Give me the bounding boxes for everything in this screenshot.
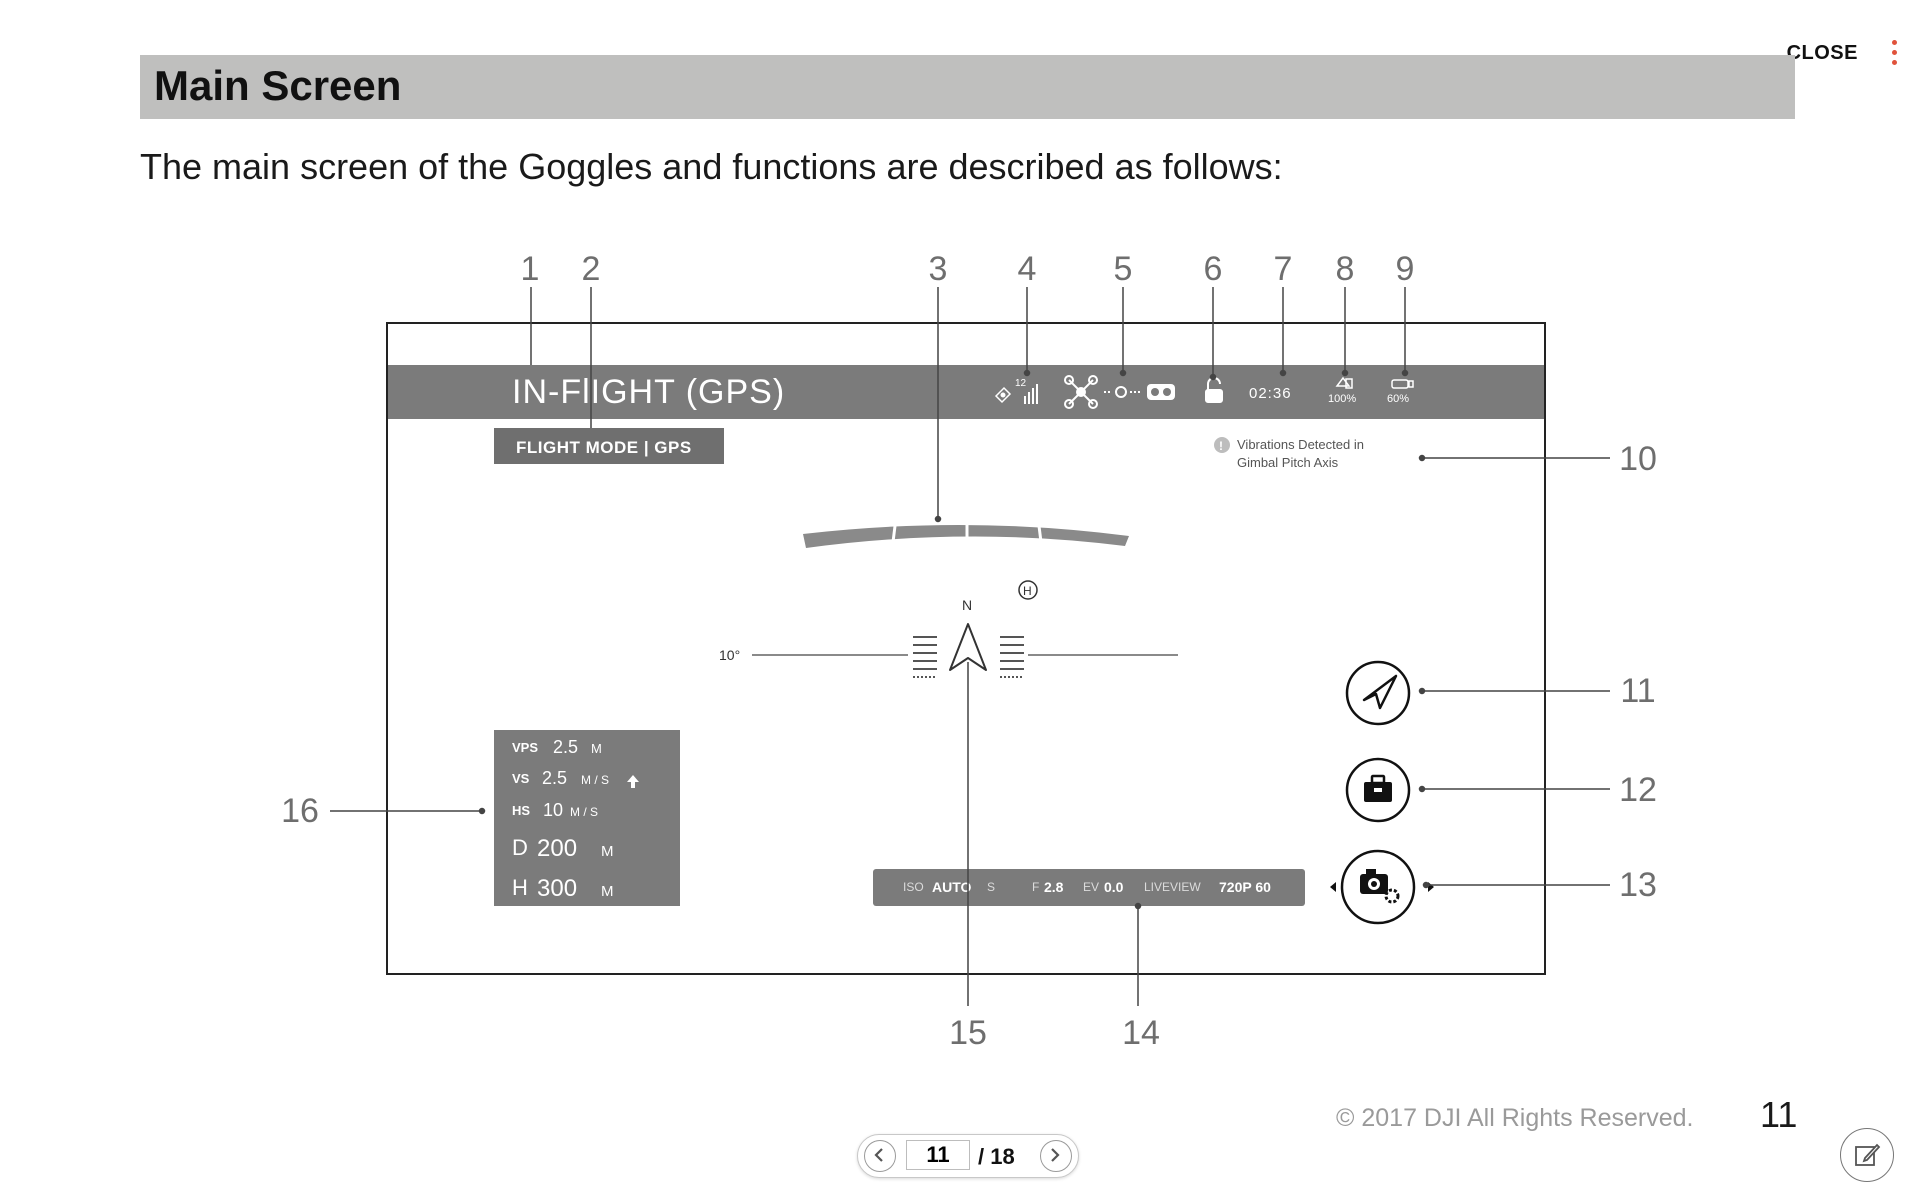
callout-12: 12 [1619,771,1657,809]
camera-bar-left-arrow-icon [1330,882,1336,892]
warning-line-1: Vibrations Detected in [1237,437,1364,452]
flight-mode-box [494,428,724,464]
callout-7: 7 [1274,250,1293,288]
callout-9: 9 [1396,250,1415,288]
callout-10: 10 [1619,440,1657,478]
pitch-bars-left [913,636,937,678]
footer-copyright: © 2017 DJI All Rights Reserved. [1336,1104,1694,1132]
vs-value: 2.5 [542,768,567,788]
svg-text:!: ! [1219,439,1223,453]
goggles-battery-icon [1391,379,1414,389]
flight-time: 02:36 [1249,385,1292,402]
callout-14: 14 [1122,1014,1160,1052]
chevron-right-icon [1051,1148,1060,1162]
paper-plane-icon [1362,674,1398,710]
footer-page-number: 11 [1760,1094,1798,1135]
telemetry-box [494,730,680,906]
north-label: N [962,597,972,613]
distance-unit: M [601,843,614,860]
hs-label: HS [512,803,530,818]
callout-13: 13 [1619,866,1657,904]
ev-label: EV [1083,880,1099,894]
flight-mode-text: IN-FlIGHT (GPS) [512,373,785,411]
vps-unit: M [591,741,602,756]
warning-icon [1214,437,1230,453]
hs-value: 10 [543,800,563,820]
flight-mode-box-text: FLIGHT MODE | GPS [516,438,692,457]
liveview-value: 720P 60 [1219,879,1271,895]
height-unit: M [601,883,614,900]
home-point-icon [1018,580,1038,600]
chevron-left-icon [874,1148,883,1162]
status-bar [388,365,1544,419]
page-number-input[interactable] [906,1140,970,1170]
toolbox-icon [1364,774,1392,802]
pitch-bars-right [1000,636,1024,678]
satellite-count: 12 [1015,378,1027,389]
edit-annotation-button[interactable] [1840,1128,1894,1182]
liveview-label: LIVEVIEW [1144,880,1201,894]
intro-text: The main screen of the Goggles and funct… [140,146,1283,187]
iso-value: AUTO [932,879,972,895]
vps-value: 2.5 [553,737,578,757]
callout-8: 8 [1336,250,1355,288]
aperture-label: F [1032,880,1039,894]
home-label: H [1023,584,1032,598]
aircraft-heading-icon [949,623,987,671]
callout-6: 6 [1204,250,1223,288]
vs-label: VS [512,771,530,786]
callout-15: 15 [949,1014,987,1052]
height-value: 300 [537,875,577,902]
callout-16: 16 [281,792,319,830]
page-title: Main Screen [154,62,402,109]
distance-value: 200 [537,835,577,862]
callout-2: 2 [582,250,601,288]
warning-line-2: Gimbal Pitch Axis [1237,455,1339,470]
kebab-menu-icon[interactable] [1888,40,1900,74]
vertical-up-arrow-icon [627,775,639,788]
next-page-button[interactable] [1040,1140,1072,1172]
edit-note-icon [1855,1143,1881,1166]
toolbox-button[interactable] [1345,757,1411,823]
height-label: H [512,875,528,900]
aircraft-battery-icon [1335,376,1353,389]
aircraft-link-icon [1064,375,1140,409]
shutter-label: S [987,880,995,894]
page-navigator: / 18 [857,1134,1079,1178]
iso-label: ISO [903,880,924,894]
aircraft-battery-level: 100% [1328,393,1356,405]
callout-1: 1 [521,250,540,288]
previous-page-button[interactable] [864,1140,896,1172]
distance-label: D [512,835,528,860]
page-total: / 18 [978,1144,1015,1169]
close-button[interactable]: CLOSE [1786,42,1858,64]
flight-mode-button[interactable] [1345,660,1411,726]
vs-unit: M / S [581,773,609,787]
pitch-label: 10° [719,647,740,663]
vps-label: VPS [512,740,538,755]
hs-unit: M / S [570,805,598,819]
callout-11: 11 [1620,672,1655,710]
satellite-signal-icon [994,384,1038,404]
camera-gear-icon [1360,869,1400,904]
camera-settings-button[interactable] [1340,849,1416,925]
goggles-icon [1147,384,1175,400]
callout-5: 5 [1114,250,1133,288]
ev-value: 0.0 [1104,879,1124,895]
heading-band [140,55,1795,119]
callout-4: 4 [1018,250,1037,288]
aperture-value: 2.8 [1044,879,1064,895]
goggles-battery-level: 60% [1387,393,1409,405]
callout-3: 3 [929,250,948,288]
camera-parameter-bar [873,869,1305,906]
